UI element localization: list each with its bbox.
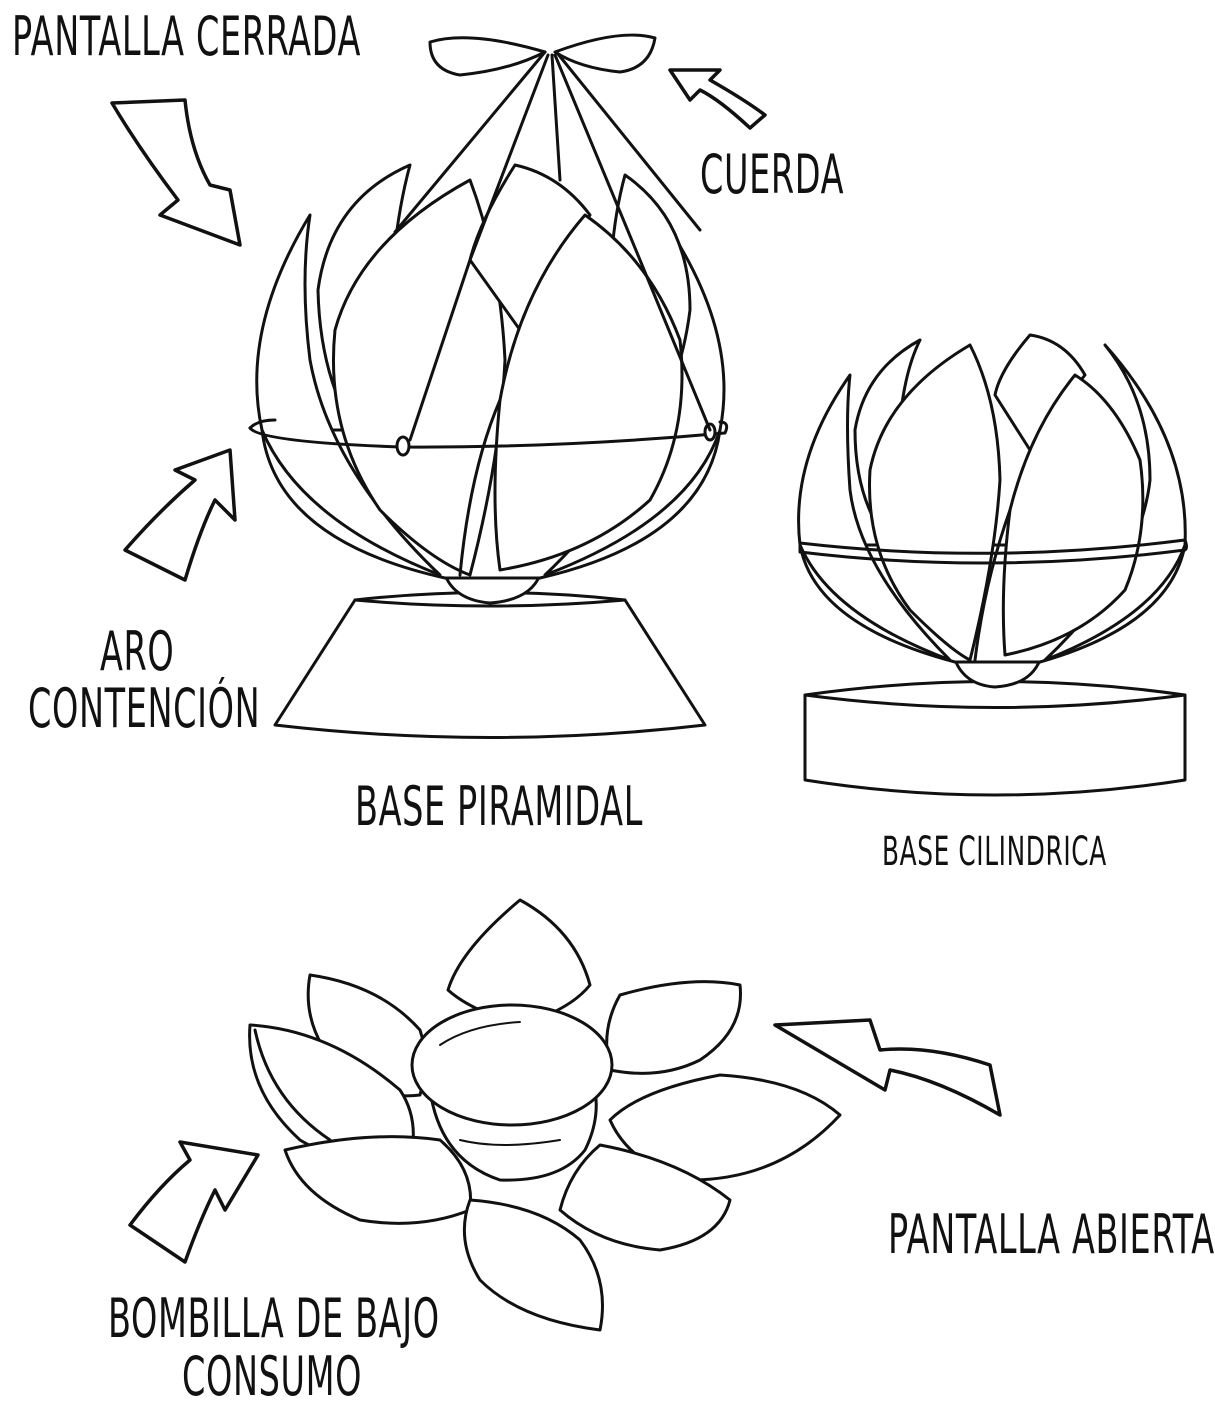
petal xyxy=(1043,343,1187,662)
petal xyxy=(608,1073,842,1182)
petal xyxy=(605,980,742,1075)
label-pyramid-base: BASE PIRAMIDAL xyxy=(355,775,643,838)
label-closed-shade: PANTALLA CERRADA xyxy=(12,5,361,68)
arrow-bulb xyxy=(128,1140,260,1264)
label-ring-line1: ARO xyxy=(100,620,175,683)
cord xyxy=(393,33,712,442)
label-ring-line2: CONTENCIÓN xyxy=(28,677,261,740)
cylinder-base xyxy=(803,680,1187,797)
petal xyxy=(462,1198,604,1332)
petal xyxy=(558,1143,732,1252)
petal xyxy=(1001,373,1145,657)
bulb-globe xyxy=(410,1003,614,1127)
label-cylinder-base: BASE CILINDRICA xyxy=(882,829,1107,875)
arrow-cord xyxy=(668,68,767,130)
petal xyxy=(493,213,684,572)
label-bulb-line2: CONSUMO xyxy=(182,1345,363,1408)
stem xyxy=(953,658,1042,689)
arrow-closed-shade xyxy=(110,98,242,247)
open-lamp xyxy=(248,898,842,1332)
closed-lamp-pyramid xyxy=(248,33,729,739)
stem xyxy=(443,573,542,605)
label-open-shade: PANTALLA ABIERTA xyxy=(888,1203,1215,1266)
containment-ring xyxy=(798,538,1188,565)
arrow-open-shade xyxy=(773,1018,1002,1117)
petal xyxy=(255,213,442,577)
label-bulb-line1: BOMBILLA DE BAJO xyxy=(108,1287,440,1350)
petal xyxy=(283,1135,473,1225)
pyramid-base xyxy=(273,591,707,739)
petal xyxy=(868,343,1002,662)
petal xyxy=(331,178,507,577)
petal xyxy=(797,373,952,662)
closed-lamp-cylinder xyxy=(797,333,1188,797)
containment-ring xyxy=(248,420,729,449)
label-cord: CUERDA xyxy=(700,143,845,206)
arrow-ring xyxy=(123,448,237,582)
